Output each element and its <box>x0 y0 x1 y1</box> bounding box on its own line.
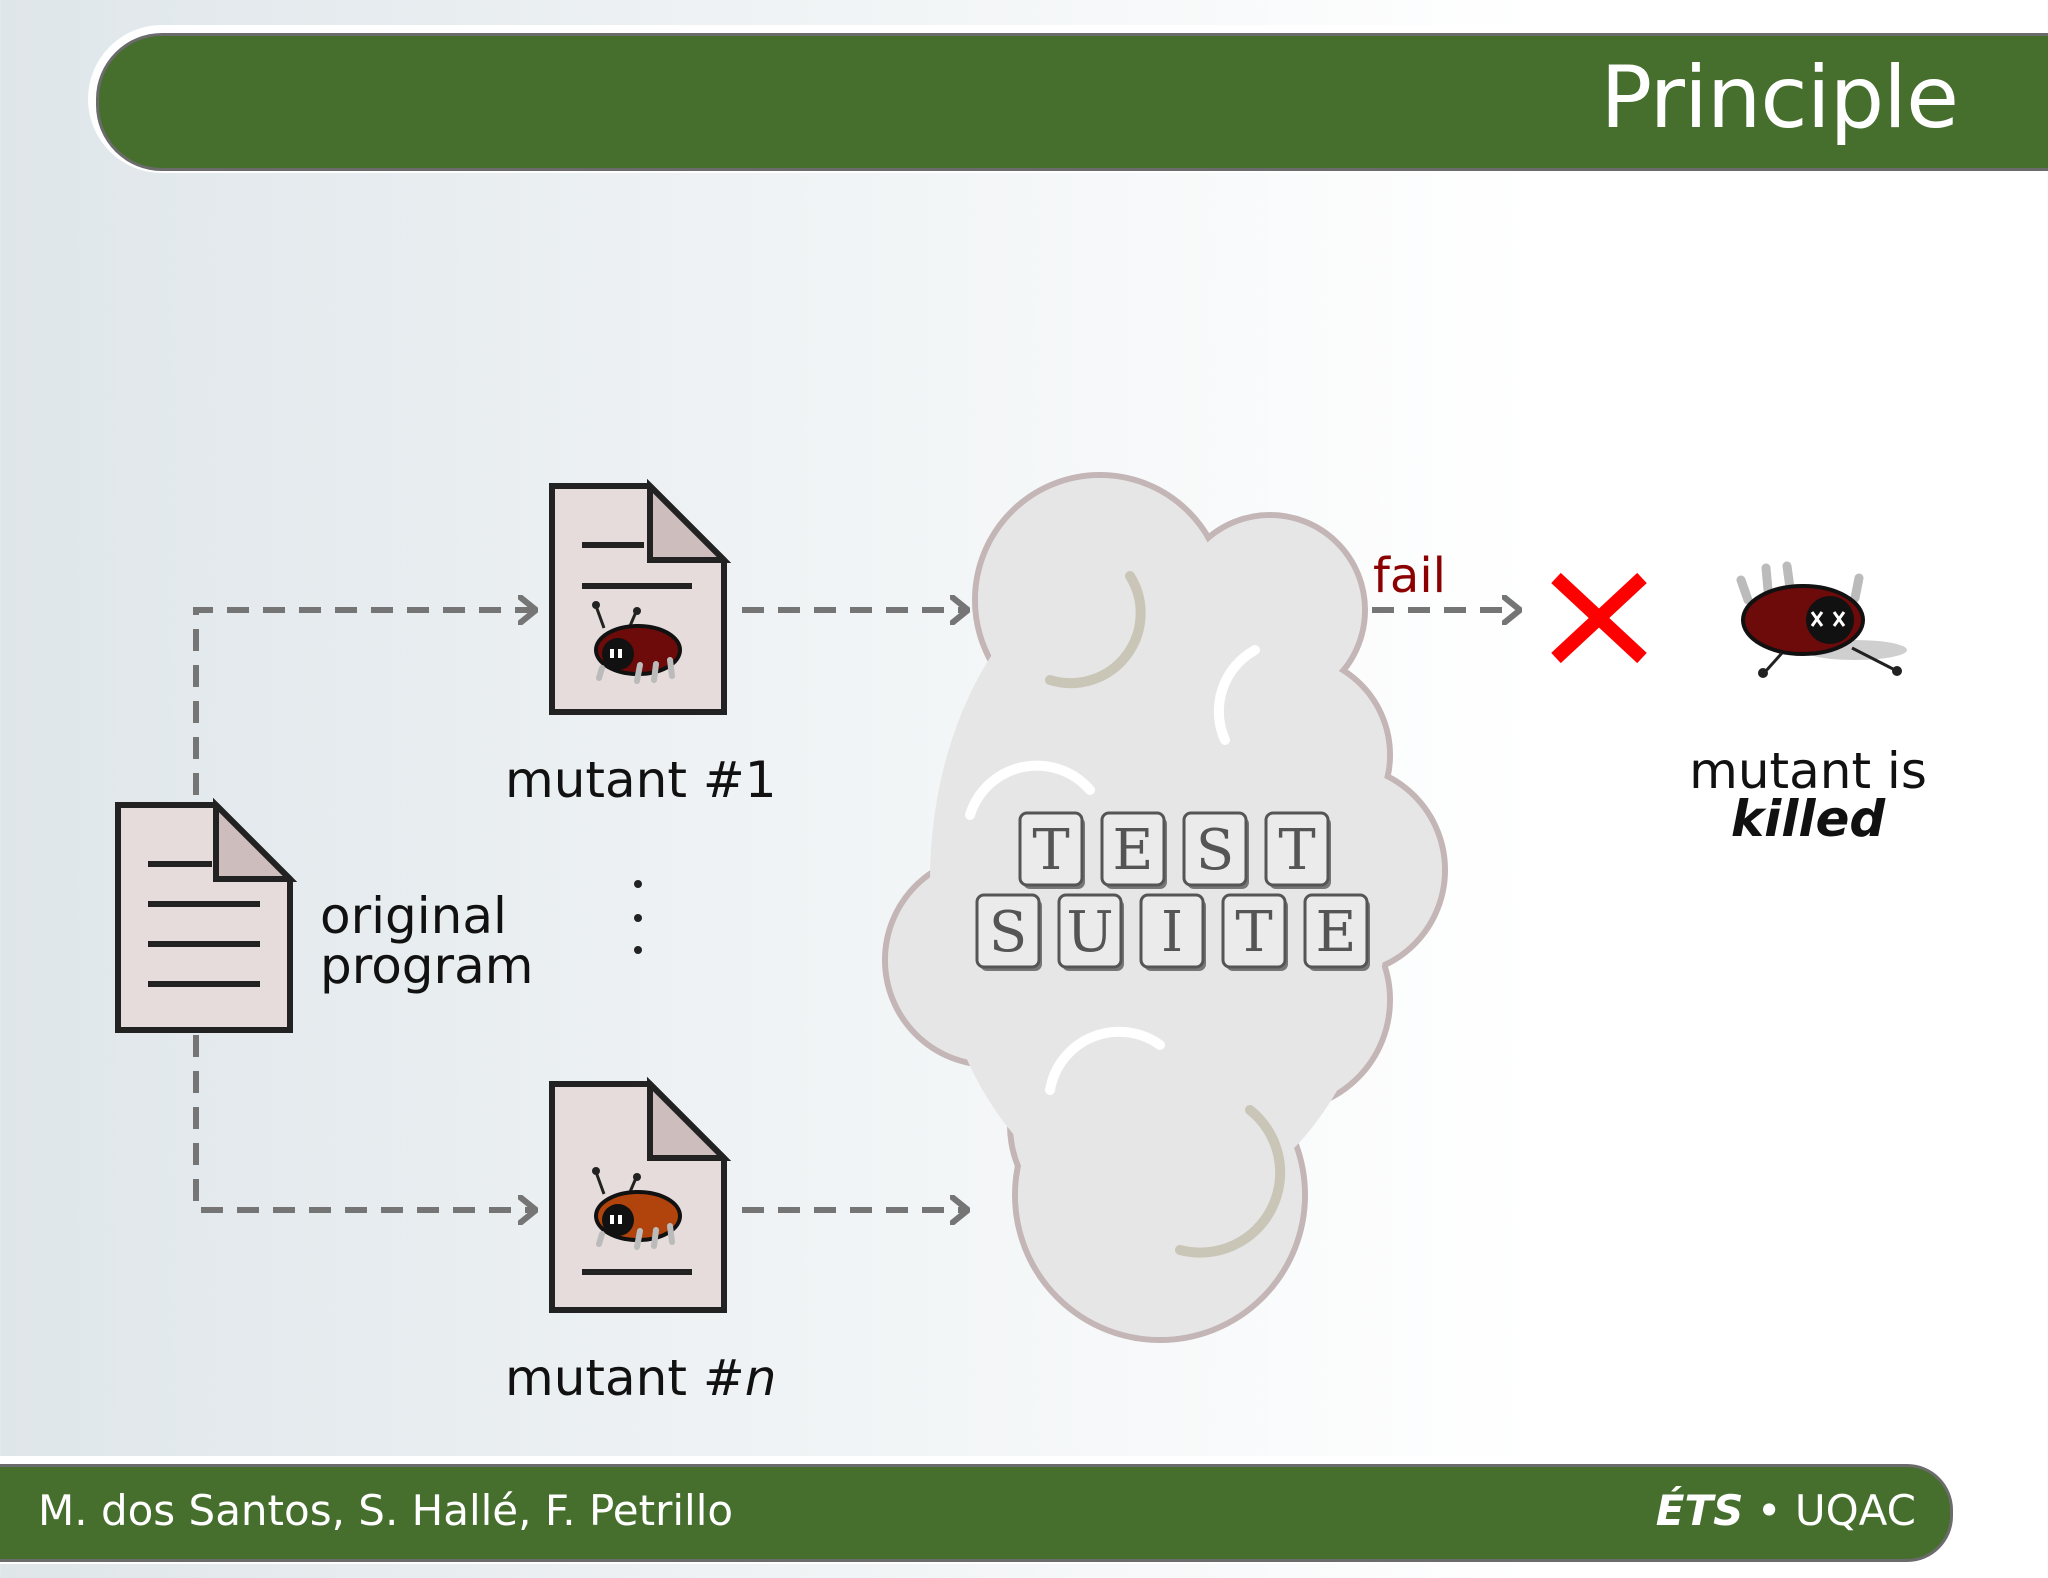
letter-tile-text: T <box>1278 818 1315 883</box>
arrow-original-to-mutant-n <box>193 1035 536 1210</box>
letter-tile-text: I <box>1161 900 1183 965</box>
footer-bar <box>0 1464 1953 1562</box>
footer-affiliation: ÉTS • UQAC <box>1656 1486 1916 1535</box>
letter-tile: T <box>1221 893 1288 971</box>
slide-title: Principle <box>1600 48 1959 148</box>
original-program-document-icon <box>115 797 298 1033</box>
uqac-label: UQAC <box>1794 1486 1916 1535</box>
fail-label: fail <box>1373 548 1446 604</box>
cross-icon <box>1551 572 1647 664</box>
ets-logo: ÉTS <box>1655 1486 1744 1535</box>
letter-tile-text: S <box>1196 818 1234 883</box>
mutant-n-document-icon <box>549 1076 732 1313</box>
mutant1-label: mutant #1 <box>505 751 777 809</box>
letter-tile: S <box>1182 811 1249 889</box>
affil-separator: • <box>1743 1486 1795 1535</box>
mutant-n-label-prefix: mutant # <box>505 1349 745 1407</box>
letter-tile-text: E <box>1113 818 1154 883</box>
letter-tile: E <box>1303 893 1370 971</box>
letter-tile: T <box>1018 811 1085 889</box>
letter-tile: U <box>1057 893 1124 971</box>
bug-icon <box>592 601 682 684</box>
result-label-line1: mutant is <box>1689 742 1927 800</box>
letter-tile: S <box>975 893 1042 971</box>
letter-tile: I <box>1139 893 1206 971</box>
original-label-line2: program <box>320 937 533 995</box>
dead-bug-icon <box>1736 561 1907 678</box>
arrow-original-to-mutant1 <box>193 610 536 795</box>
footer-authors: M. dos Santos, S. Hallé, F. Petrillo <box>38 1486 734 1535</box>
bug-icon <box>592 1167 682 1250</box>
letter-tile: T <box>1264 811 1331 889</box>
letter-tile-text: T <box>1235 900 1272 965</box>
original-label-line1: original <box>320 887 507 945</box>
result-label-line2: killed <box>1731 790 1887 848</box>
letter-tile-text: E <box>1316 900 1357 965</box>
letter-tile: E <box>1100 811 1167 889</box>
letter-tile-text: S <box>989 900 1027 965</box>
title-bar <box>96 33 2048 171</box>
arrows <box>193 610 1520 1210</box>
mutant-n-label-suffix: n <box>745 1349 777 1407</box>
ellipsis-dots <box>634 880 642 954</box>
mutant-n-label: mutant #n <box>505 1349 776 1407</box>
letter-tile-text: U <box>1066 900 1113 965</box>
mutant1-document-icon <box>549 478 732 715</box>
letter-tile-text: T <box>1032 818 1069 883</box>
